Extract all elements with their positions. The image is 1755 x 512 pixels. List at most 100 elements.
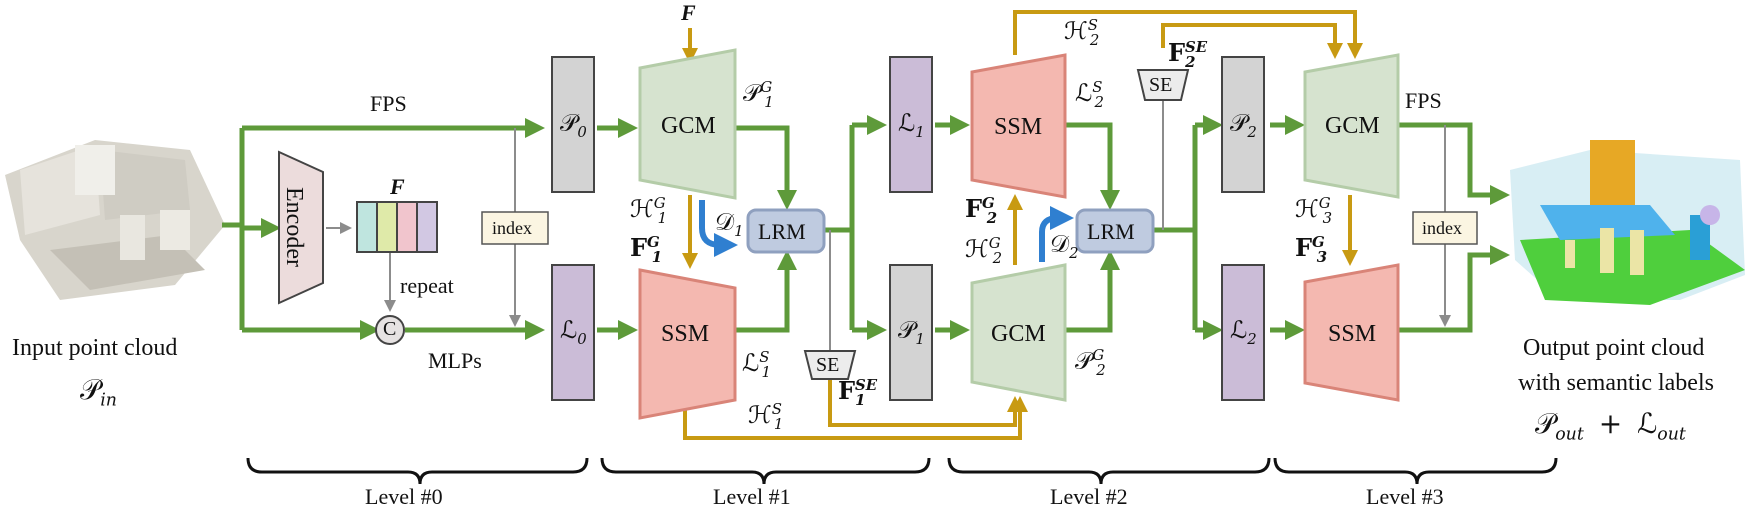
output-title-line2: with semantic labels	[1518, 370, 1714, 396]
level-label-0: Level #0	[365, 484, 443, 509]
label-h2g: ℋG2	[965, 236, 1002, 266]
mlps-label: MLPs	[428, 348, 482, 373]
label-f2g-sup: G	[982, 194, 995, 212]
arrow-gcm1-to-lrm1	[735, 125, 797, 210]
node-p1-label: 𝒫1	[898, 318, 925, 347]
label-h2s-sup: S	[1087, 16, 1098, 34]
arrow-gcm2-to-lrm2	[1065, 250, 1120, 333]
gcm-label-3: GCM	[1325, 113, 1380, 139]
input-symbol-base: 𝒫	[80, 373, 101, 406]
node-l1-label: ℒ1	[898, 111, 925, 140]
node-l2-sub: 2	[1247, 329, 1257, 348]
ssm-block-3	[1303, 263, 1400, 402]
label-l2s-base: ℒ	[1075, 79, 1093, 107]
concat-node	[375, 315, 405, 345]
label-f1g-sub: 1	[651, 247, 663, 266]
label-f1se: FSE1	[838, 376, 877, 409]
ssm-label-1: SSM	[661, 321, 710, 347]
node-l1-base: ℒ	[898, 109, 916, 137]
label-f2g-base: F	[965, 194, 983, 223]
label-d2-sub: 2	[1069, 243, 1079, 262]
label-l1s-sup: S	[759, 348, 770, 366]
label-l2s: ℒS2	[1075, 80, 1104, 110]
label-h3g-base: ℋ	[1295, 195, 1319, 223]
output-symbol-a: 𝒫	[1535, 407, 1556, 440]
input-point-cloud-image	[5, 140, 225, 300]
node-p2-label: 𝒫2	[1230, 111, 1257, 140]
node-p1-base: 𝒫	[898, 316, 916, 344]
level-brace-3	[1273, 457, 1558, 485]
lrm-label-2: LRM	[1087, 219, 1135, 244]
gcm-block-2	[970, 263, 1067, 402]
label-h2s-base: ℋ	[1064, 17, 1088, 45]
input-symbol: 𝒫in	[80, 376, 117, 410]
node-l2	[1221, 264, 1265, 401]
level-label-1: Level #1	[713, 484, 791, 509]
label-f1se-base: F	[838, 376, 856, 405]
label-h3g-sub: 3	[1322, 208, 1333, 227]
label-f1se-sup: SE	[855, 376, 878, 394]
gcm-label-2: GCM	[991, 321, 1046, 347]
feature-cell-3	[396, 201, 418, 253]
arrow-ssm2-to-lrm2	[1065, 122, 1120, 210]
node-p2	[1221, 56, 1265, 193]
level-label-3: Level #3	[1366, 484, 1444, 509]
label-d2: 𝒟2	[1050, 232, 1079, 261]
label-h1s-sub: 1	[773, 414, 784, 433]
label-h1s: ℋS1	[748, 402, 783, 432]
node-p2-base: 𝒫	[1230, 109, 1248, 137]
label-h1g-sub: 1	[657, 208, 668, 227]
node-p1	[889, 264, 933, 401]
feature-vector	[356, 201, 438, 253]
arrow-gcm3-to-output	[1398, 122, 1510, 205]
node-l1	[889, 56, 933, 193]
arrow-se1-to-gcm2	[828, 372, 1023, 427]
arrow-ssm3-to-output	[1398, 245, 1510, 333]
node-p2-sub: 2	[1247, 122, 1257, 141]
arrow-ssm1-skip-to-gcm2	[683, 396, 1028, 440]
label-h2s-sub: 2	[1089, 30, 1100, 49]
gcm-label-1: GCM	[661, 113, 716, 139]
label-f2se-sup: SE	[1185, 38, 1208, 56]
ssm-label-2: SSM	[994, 114, 1043, 140]
feature-symbol: F	[390, 174, 405, 199]
index-label-level0: index	[492, 218, 532, 238]
label-l2s-sub: 2	[1094, 92, 1104, 111]
node-l0-label: ℒ0	[560, 318, 587, 347]
label-h1s-base: ℋ	[748, 401, 772, 429]
feature-cell-1	[356, 201, 378, 253]
label-f1se-sub: 1	[855, 390, 866, 409]
arrow-se2-to-gcm3	[1161, 23, 1343, 59]
level-label-2: Level #2	[1050, 484, 1128, 509]
label-f3g-sub: 3	[1316, 247, 1328, 266]
gcm-block-1	[638, 48, 737, 200]
output-plus: +	[1598, 407, 1623, 440]
label-p2g-sup: G	[1092, 346, 1105, 364]
node-p0-label: 𝒫0	[560, 111, 587, 140]
output-point-cloud-image	[1510, 140, 1745, 305]
node-p0-sub: 0	[577, 122, 587, 141]
arrow-d2	[1039, 206, 1074, 262]
label-d1-base: 𝒟	[715, 208, 735, 236]
ssm-block-1	[638, 268, 737, 420]
label-f3g-sup: G	[1312, 233, 1325, 251]
output-symbol-a-sub: out	[1555, 424, 1584, 445]
gcm-block-3	[1303, 53, 1400, 199]
ssm-label-3: SSM	[1328, 321, 1377, 347]
label-p1g-sub: 1	[764, 92, 774, 111]
label-p2g: 𝒫G2	[1075, 348, 1106, 378]
index-box-level3	[1412, 211, 1478, 245]
output-title-line1: Output point cloud	[1523, 335, 1705, 361]
node-p0	[551, 56, 595, 193]
label-h1g-base: ℋ	[630, 195, 654, 223]
output-symbol-b-sub: out	[1657, 424, 1686, 445]
node-l0-sub: 0	[577, 329, 587, 348]
label-f2se-sub: 2	[1185, 52, 1196, 71]
label-f1g-sup: G	[647, 233, 660, 251]
label-p1g-sup: G	[760, 78, 773, 96]
se-label-2: SE	[1149, 74, 1173, 96]
label-l1s-base: ℒ	[742, 349, 760, 377]
se-block-2	[1136, 69, 1190, 101]
arrow-fps-trunk	[222, 128, 245, 330]
